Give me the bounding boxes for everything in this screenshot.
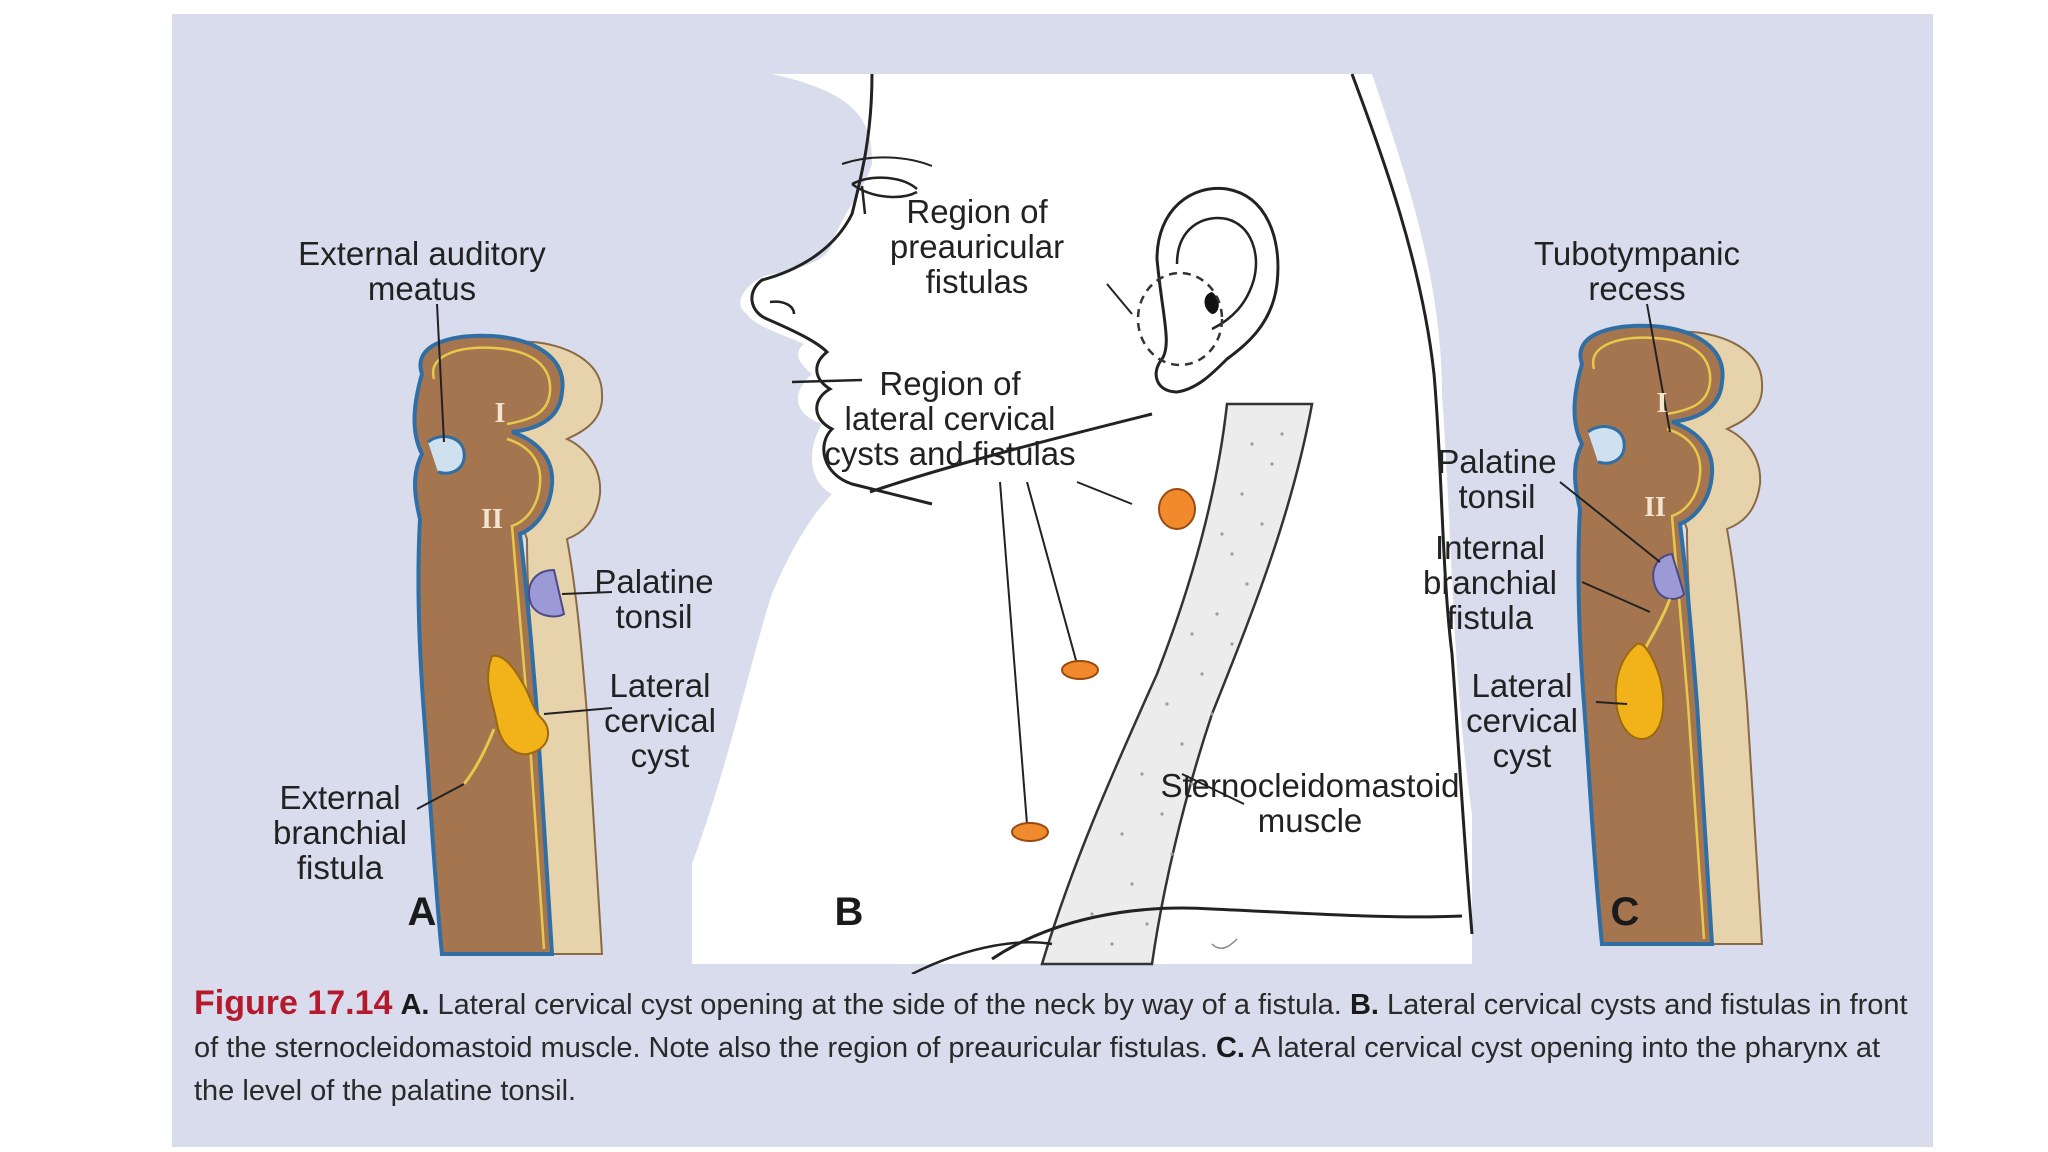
leader-lateral-cyst-1	[1076, 481, 1133, 505]
caption-key-a: A.	[400, 989, 430, 1021]
arch-diagram-a	[412, 303, 613, 956]
label-palatine-tonsil-a: Palatine tonsil	[594, 563, 714, 635]
label-tubotympanic-recess: Tubotympanic recess	[1533, 235, 1741, 307]
arch-a-numeral-2: II	[481, 504, 503, 535]
label-internal-branchial-fistula: Internal branchial fistula	[1423, 529, 1557, 636]
label-region-lateral-cervical-cysts: Region of lateral cervical cysts and fis…	[824, 365, 1076, 472]
figure-artwork	[412, 73, 1764, 974]
clavicle	[991, 906, 1463, 961]
artist-mark	[1211, 938, 1238, 949]
leader-c-tonsil	[1559, 481, 1661, 563]
arch-c-numeral-2: II	[1644, 492, 1666, 523]
jaw-line	[869, 412, 1153, 494]
ear-canal-mark	[1204, 292, 1219, 314]
lateral-cervical-cyst-c	[1614, 642, 1665, 740]
sternocleidomastoid-muscle	[1040, 402, 1314, 966]
cervical-cyst-middle	[1061, 660, 1099, 680]
muscle-stipple	[1090, 432, 1284, 946]
leader-c-fistula	[1581, 581, 1651, 613]
caption-text-b: Lateral cervical cysts and fistulas in f…	[194, 989, 1908, 1064]
caption-key-c: C.	[1215, 1032, 1245, 1064]
leader-a-tonsil	[561, 591, 613, 595]
eye	[851, 176, 918, 215]
arch-a-numeral-1: I	[494, 398, 506, 429]
palatine-tonsil-a	[527, 568, 566, 618]
leader-a-fistula	[416, 783, 465, 810]
leader-sternocleidomastoid	[1181, 773, 1245, 805]
tubotympanic-recess-c	[1587, 425, 1626, 465]
ear-outline	[1154, 186, 1280, 394]
head-neck-drawing	[692, 73, 1474, 974]
label-lateral-cervical-cyst-c: Lateral cervical cyst	[1466, 667, 1578, 774]
preauricular-region	[1136, 271, 1224, 367]
lateral-cervical-cyst-a	[487, 654, 550, 756]
panel-letter-a: A	[407, 890, 437, 934]
figure-panel: I II I II External auditory meatus Palat…	[172, 14, 1933, 1147]
figure-number: Figure 17.14	[194, 984, 393, 1022]
mouth-line	[791, 378, 863, 384]
arch-c-front	[1572, 323, 1725, 946]
label-sternocleidomastoid-muscle: Sternocleidomastoid muscle	[1160, 767, 1460, 839]
panel-letter-c: C	[1610, 890, 1640, 934]
figure-caption: Figure 17.14 A. Lateral cervical cyst op…	[194, 982, 1914, 1113]
nostril	[769, 300, 796, 315]
label-external-auditory-meatus: External auditory meatus	[298, 235, 546, 307]
leader-a-cyst	[543, 707, 613, 715]
label-region-preauricular-fistulas: Region of preauricular fistulas	[889, 193, 1065, 300]
caption-key-b: B.	[1349, 989, 1379, 1021]
eyebrow	[841, 156, 933, 167]
label-palatine-tonsil-c: Palatine tonsil	[1437, 443, 1557, 515]
leader-lateral-cyst-3	[999, 481, 1028, 825]
arch-diagram-c	[1559, 303, 1764, 946]
label-lateral-cervical-cyst-a: Lateral cervical cyst	[604, 667, 716, 774]
external-branchial-fistula-a	[462, 728, 496, 785]
arch-c-numeral-1: I	[1656, 388, 1668, 419]
leader-preauricular	[1106, 283, 1133, 315]
cervical-cyst-upper	[1158, 488, 1196, 530]
back-of-head	[1350, 73, 1474, 935]
leader-lateral-cyst-2	[1026, 481, 1078, 665]
leader-c-recess	[1646, 303, 1671, 433]
external-auditory-meatus-a	[427, 435, 466, 475]
leader-c-cyst	[1595, 701, 1628, 705]
label-external-branchial-fistula: External branchial fistula	[273, 779, 407, 886]
arch-a-yellow-line	[431, 346, 552, 950]
cervical-cyst-lower	[1011, 822, 1049, 842]
leader-a-meatus	[436, 303, 445, 443]
panel-letter-b: B	[834, 890, 864, 934]
ear-inner	[1175, 216, 1258, 331]
face-profile-line	[750, 73, 933, 506]
head-outline	[692, 74, 1472, 964]
neck-front-line	[911, 941, 1053, 974]
caption-text-c: A lateral cervical cyst opening into the…	[194, 1032, 1881, 1107]
caption-text-a: Lateral cervical cyst opening at the sid…	[429, 989, 1350, 1021]
